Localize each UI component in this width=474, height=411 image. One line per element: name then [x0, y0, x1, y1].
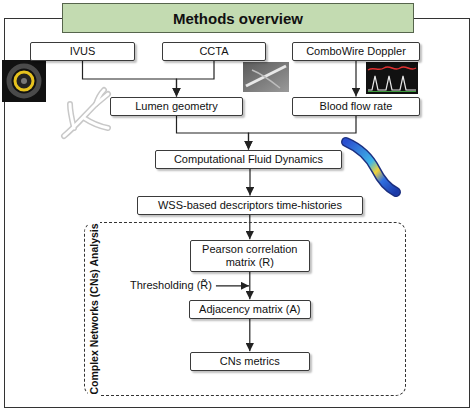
ivus-image: [2, 60, 46, 102]
box-label: Blood flow rate: [301, 100, 411, 113]
box-label: WSS-based descriptors time-histories: [146, 199, 354, 212]
process-box: Lumen geometry: [110, 97, 243, 116]
box-label: CCTA: [171, 45, 257, 58]
ccta-image: [243, 62, 289, 92]
flow-arrow: [177, 61, 215, 97]
box-label: CNs metrics: [199, 355, 301, 368]
cfd-vessel-image: [346, 142, 396, 192]
outer-frame: [5, 19, 470, 408]
box-label: Adjacency matrix (A): [198, 303, 302, 316]
flow-arrow: [355, 61, 356, 97]
flow-arrow: [249, 116, 357, 150]
process-box: WSS-based descriptors time-histories: [137, 196, 363, 215]
threshold-arrow: [216, 285, 249, 286]
flow-arrow: [249, 272, 250, 300]
title-text: Methods overview: [173, 10, 303, 27]
flow-arrow: [249, 319, 250, 352]
analysis-region: Complex Networks (CNs) Analysis Pearson c…: [84, 222, 406, 396]
annotation-label: Thresholding (R̃): [130, 279, 212, 292]
process-box: Pearson correlation matrix (R): [190, 240, 310, 272]
process-box: CNs metrics: [190, 352, 310, 371]
box-label: IVUS: [39, 45, 126, 58]
title-bar: Methods overview: [62, 3, 414, 33]
box-label: Lumen geometry: [119, 100, 234, 113]
doppler-image: [366, 62, 418, 94]
coronary-tree-sketch: [64, 90, 108, 136]
box-label: Pearson correlation matrix (R): [199, 243, 301, 269]
flow-arrow: [249, 169, 250, 196]
process-box: ComboWire Doppler: [292, 42, 420, 61]
process-box: Blood flow rate: [292, 97, 420, 116]
process-box: CCTA: [162, 42, 266, 61]
box-label: ComboWire Doppler: [301, 45, 411, 58]
box-label: Computational Fluid Dynamics: [164, 153, 333, 166]
flow-arrow: [177, 116, 249, 150]
process-box: IVUS: [30, 42, 135, 61]
region-heading: Complex Networks (CNs) Analysis: [88, 221, 100, 396]
process-box: Adjacency matrix (A): [189, 300, 311, 319]
process-box: Computational Fluid Dynamics: [155, 150, 342, 169]
flow-arrow: [83, 61, 177, 97]
flow-arrow: [249, 215, 250, 239]
